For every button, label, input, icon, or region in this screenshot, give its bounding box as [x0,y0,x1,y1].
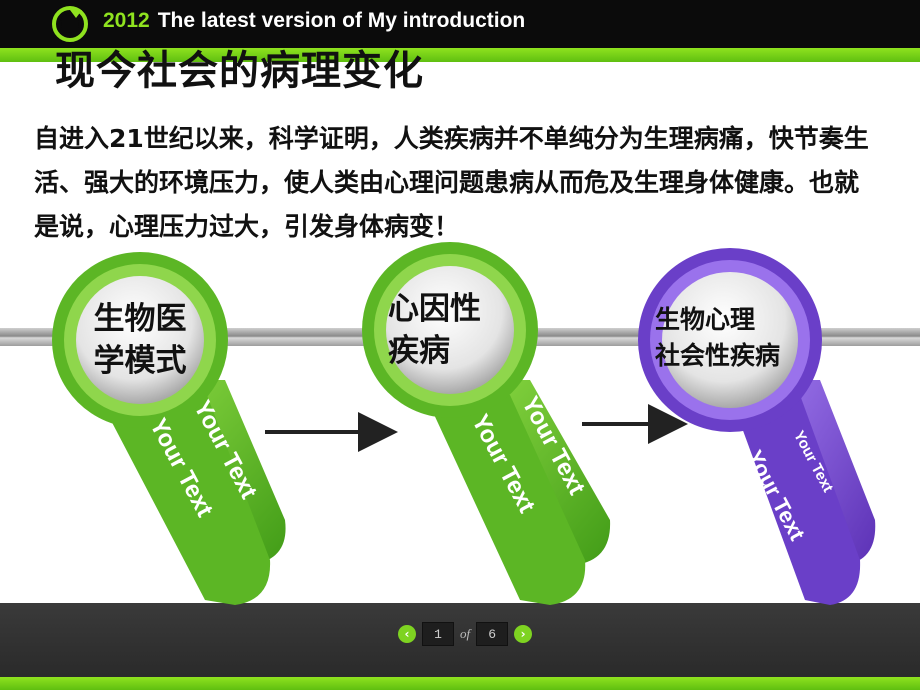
header-title: 2012 The latest version of My introductio… [103,9,525,33]
next-slide-button[interactable]: › [514,625,533,643]
stage-1-label: 生物医 学模式 [80,298,200,382]
footer-bar [0,603,920,677]
stage-2-label: 心因性 疾病 [388,288,508,372]
intro-paragraph: 自进入21世纪以来，科学证明，人类疾病并不单纯分为生理病痛，快节奏生活、强大的环… [34,117,874,249]
total-pages: 6 [476,622,509,646]
header-green-strip [0,48,920,62]
stage-3-circle [638,248,822,432]
stage-1-line2: 学模式 [93,343,187,379]
slide-pager: ‹ 1 of 6 › [398,622,533,646]
stage-3-label: 生物心理 社会性疾病 [655,302,825,374]
chevron-left-icon: ‹ [404,627,410,641]
stage-1-circle [52,252,228,428]
stage-3-line1: 生物心理 [655,305,756,334]
header-title-text: The latest version of My introduction [157,9,526,32]
prev-slide-button[interactable]: ‹ [398,625,416,643]
current-page: 1 [422,622,454,646]
pager-of-label: of [460,626,471,641]
stage-2-circle [362,242,538,418]
footer-green-strip [0,677,920,690]
paragraph-normal: 自进入21世纪以来，科学证明，人类疾病并不单纯分为生理病痛，快节奏生活、强大的环… [34,124,869,241]
paragraph-emphasis: 心理压力过大，引发身体病变！ [109,212,460,241]
refresh-logo-icon [52,6,88,42]
stage-1-tab [95,380,286,605]
stage-3-tab [730,380,876,605]
stage-3-line2: 社会性疾病 [655,341,781,370]
chevron-right-icon: › [520,627,526,641]
header-year: 2012 [103,9,150,32]
stage-2-line2: 疾病 [388,333,450,369]
header-bar [0,0,920,62]
page-title: 现今社会的病理变化 [55,48,424,94]
stage-2-line1: 心因性 [388,291,481,327]
stage-2-tab [425,380,611,605]
stage-1-line1: 生物医 [93,301,187,337]
